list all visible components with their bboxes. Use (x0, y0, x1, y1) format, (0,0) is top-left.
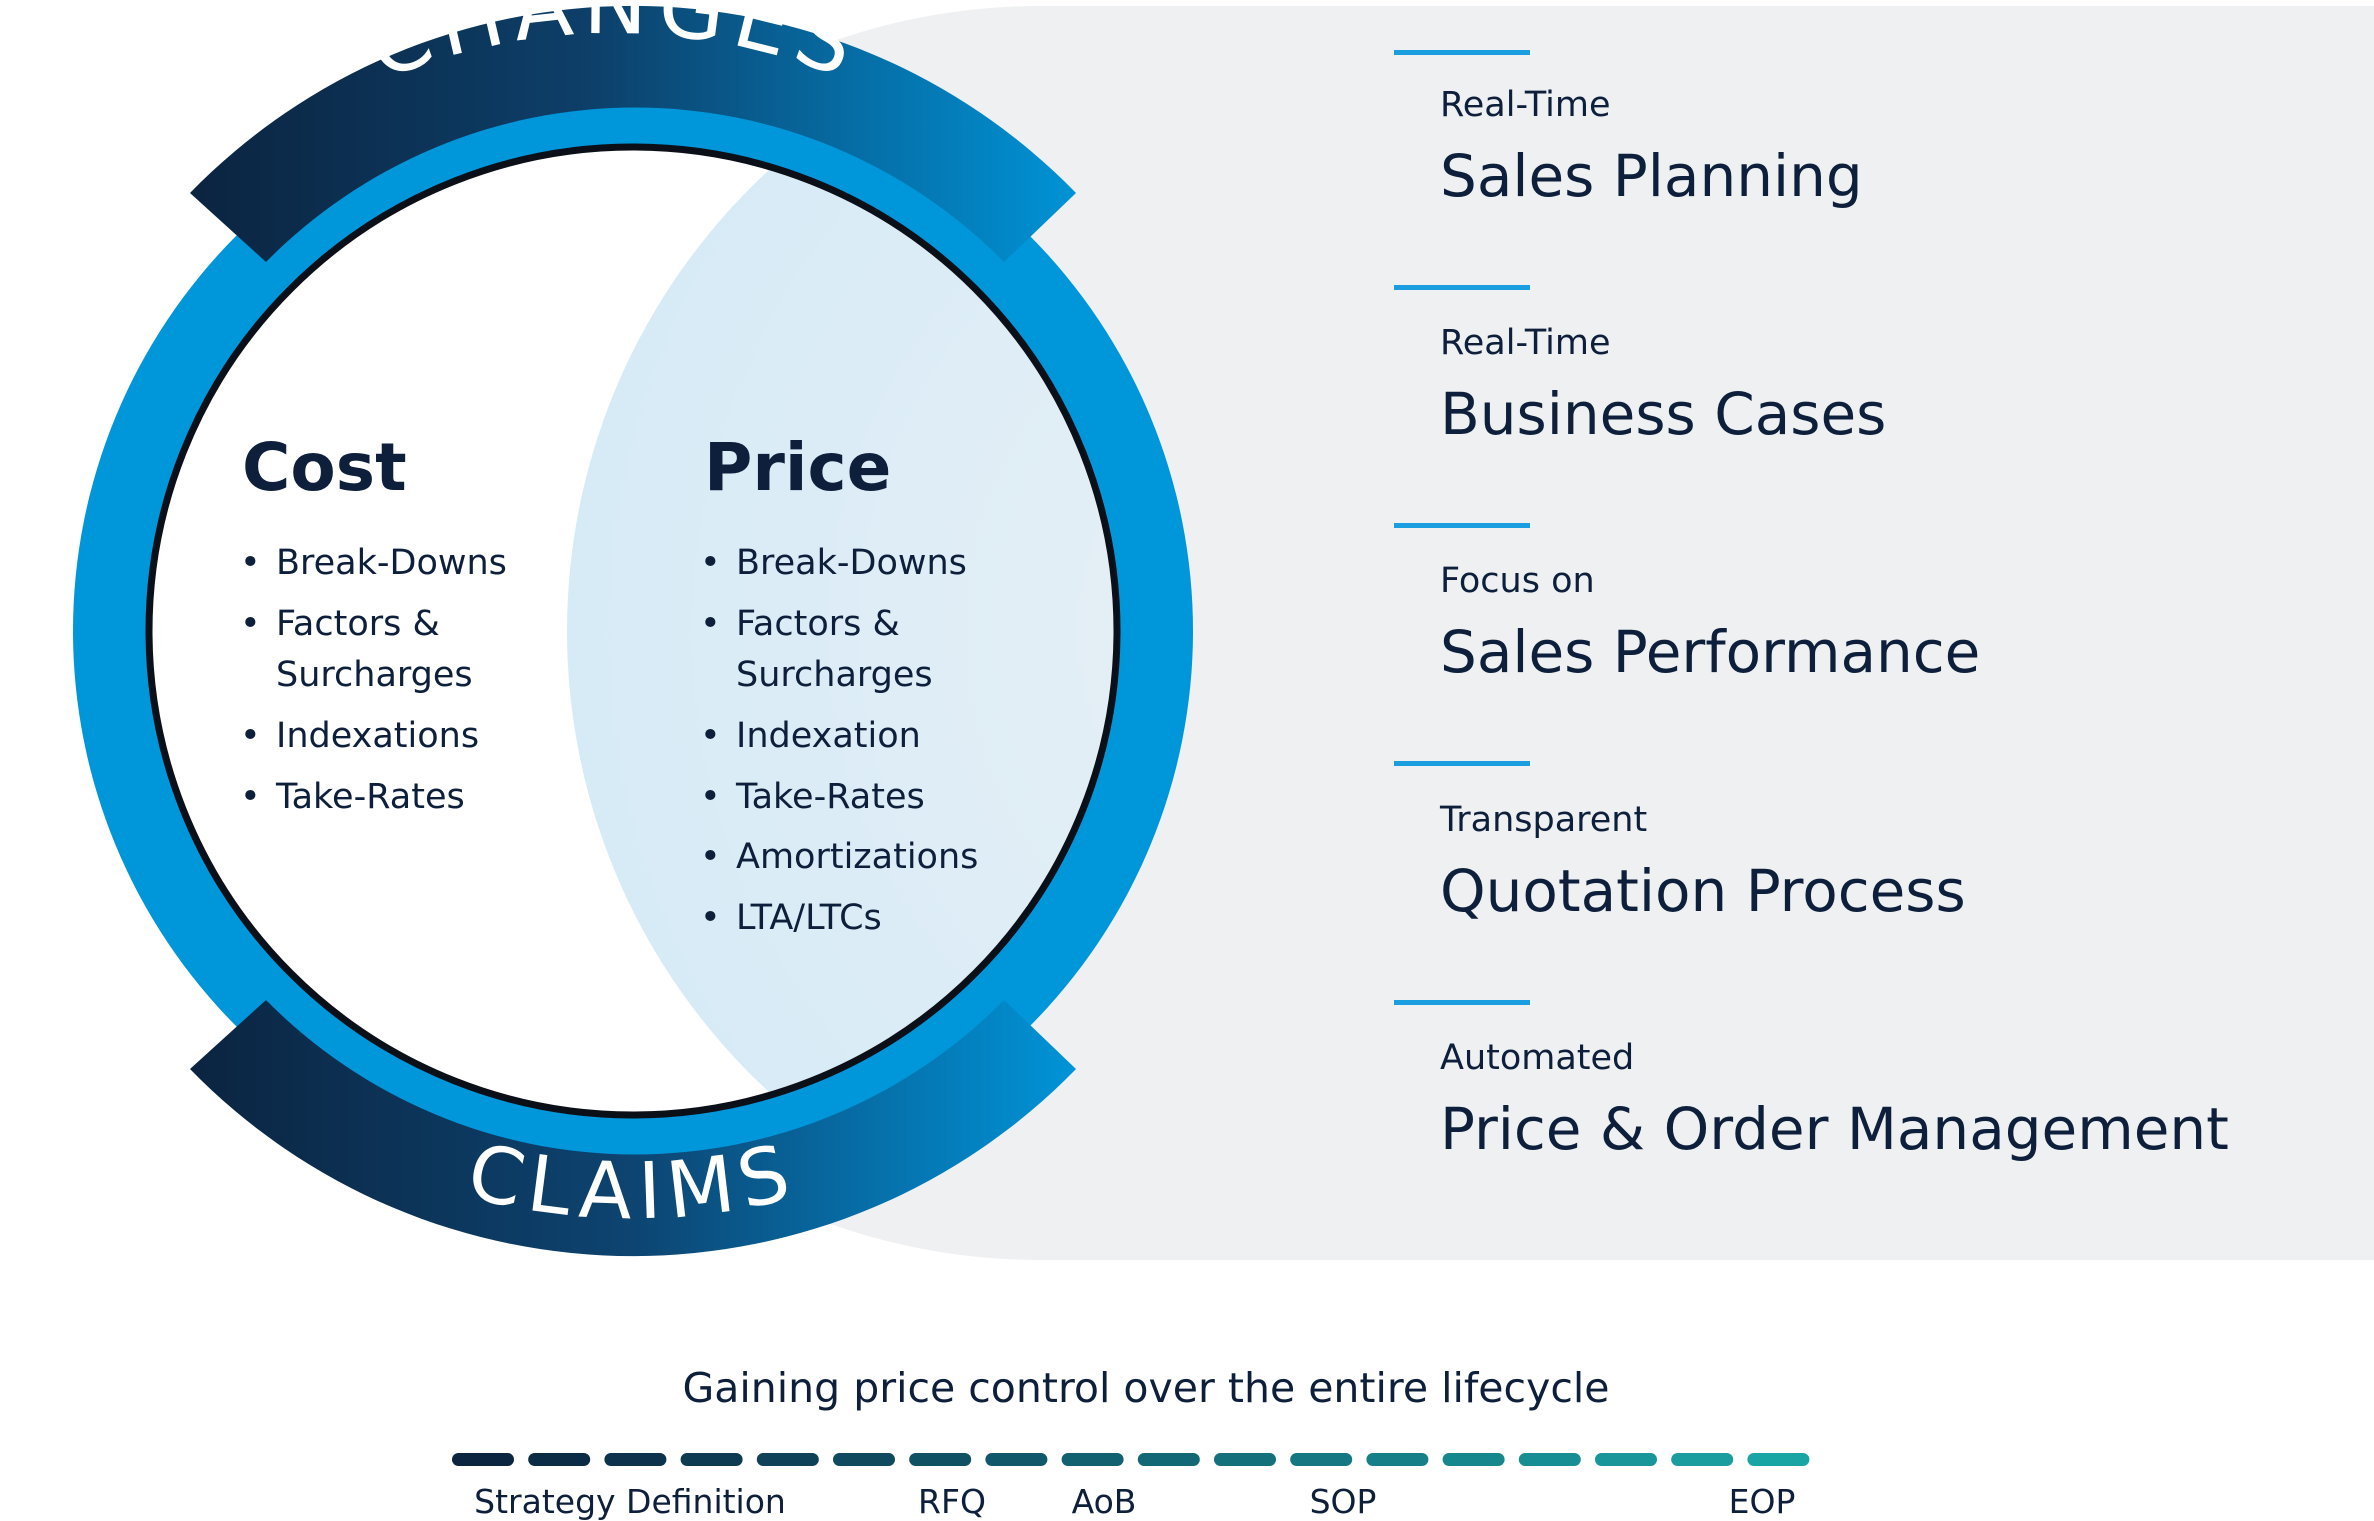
cost-bullet: • (240, 604, 261, 644)
timeline-dash (1442, 1453, 1505, 1466)
cost-bullet: • (240, 716, 261, 756)
benefit-label: Real-Time (1440, 85, 1611, 125)
timeline-dash (1214, 1453, 1276, 1466)
benefit-label: Automated (1440, 1038, 1634, 1078)
price-bullet: • (700, 898, 721, 938)
price-bullet: • (700, 716, 721, 756)
cost-item: Indexations (276, 716, 479, 756)
timeline-dash (1061, 1453, 1124, 1466)
benefit-item: Real-Time Sales Planning (1394, 50, 1863, 210)
timeline-dash (833, 1453, 895, 1466)
price-item: Break-Downs (736, 543, 967, 583)
timeline-dash (909, 1453, 972, 1466)
lifecycle-title: Gaining price control over the entire li… (682, 1364, 1609, 1412)
price-title: Price (704, 429, 891, 506)
milestone-label: SOP (1310, 1482, 1377, 1521)
price-bullet: • (700, 604, 721, 644)
timeline-dash (1595, 1453, 1657, 1466)
lifecycle-timeline (452, 1453, 1810, 1466)
milestone-label: RFQ (918, 1482, 986, 1521)
cost-item: Take-Rates (275, 777, 465, 817)
price-item: Surcharges (736, 655, 933, 695)
milestone-label: Strategy Definition (474, 1482, 786, 1521)
cost-title: Cost (242, 429, 407, 506)
inner-circle-border (145, 143, 1121, 1119)
price-item: Indexation (736, 716, 921, 756)
price-item: Take-Rates (735, 777, 925, 817)
timeline-dash (1366, 1453, 1429, 1466)
timeline-dash (528, 1453, 591, 1466)
benefit-divider (1394, 50, 1530, 55)
benefit-item: Focus on Sales Performance (1394, 523, 1980, 686)
timeline-dash (1137, 1453, 1200, 1466)
milestone-label: EOP (1729, 1482, 1796, 1521)
lifecycle-milestones: Strategy Definition RFQ AoB SOP EOP (474, 1482, 1795, 1521)
price-item: Factors & (736, 604, 900, 644)
timeline-dash (985, 1453, 1048, 1466)
benefit-divider (1394, 1000, 1530, 1005)
cost-bullet: • (240, 777, 261, 817)
benefit-title: Sales Planning (1440, 142, 1863, 210)
benefit-item: Transparent Quotation Process (1394, 761, 1966, 925)
timeline-dash (756, 1453, 819, 1466)
timeline-dash (1671, 1453, 1734, 1466)
ring-segment-claims (190, 1000, 1076, 1257)
benefit-divider (1394, 761, 1530, 766)
benefit-item: Automated Price & Order Management (1394, 1000, 2229, 1163)
benefit-divider (1394, 523, 1530, 528)
timeline-dash (680, 1453, 743, 1466)
benefit-title: Price & Order Management (1440, 1095, 2229, 1163)
benefits-list: Real-Time Sales Planning Real-Time Busin… (1394, 50, 2229, 1163)
benefit-title: Business Cases (1440, 380, 1886, 448)
timeline-dash (1747, 1453, 1810, 1466)
benefit-item: Real-Time Business Cases (1394, 285, 1886, 448)
benefit-label: Transparent (1439, 800, 1647, 840)
cost-item: Surcharges (276, 655, 473, 695)
price-list: • Break-Downs • Factors & Surcharges • I… (700, 543, 978, 938)
cost-bullet: • (240, 543, 261, 583)
cost-list: • Break-Downs • Factors & Surcharges • I… (240, 543, 507, 817)
benefit-label: Focus on (1440, 561, 1595, 601)
timeline-dash (604, 1453, 667, 1466)
timeline-dash (452, 1453, 514, 1466)
cost-item: Factors & (276, 604, 440, 644)
cost-item: Break-Downs (276, 543, 507, 583)
price-item: LTA/LTCs (736, 898, 882, 938)
price-bullet: • (700, 837, 721, 877)
benefit-title: Sales Performance (1440, 618, 1980, 686)
price-item: Amortizations (736, 837, 978, 877)
price-bullet: • (700, 777, 721, 817)
timeline-dash (1518, 1453, 1581, 1466)
milestone-label: AoB (1072, 1482, 1137, 1521)
overlap-lens (567, 147, 1117, 1115)
ring-segment-changes (190, 5, 1076, 263)
timeline-dash (1290, 1453, 1353, 1466)
benefit-label: Real-Time (1440, 323, 1611, 363)
benefit-divider (1394, 285, 1530, 290)
benefit-title: Quotation Process (1440, 857, 1966, 925)
price-bullet: • (700, 543, 721, 583)
